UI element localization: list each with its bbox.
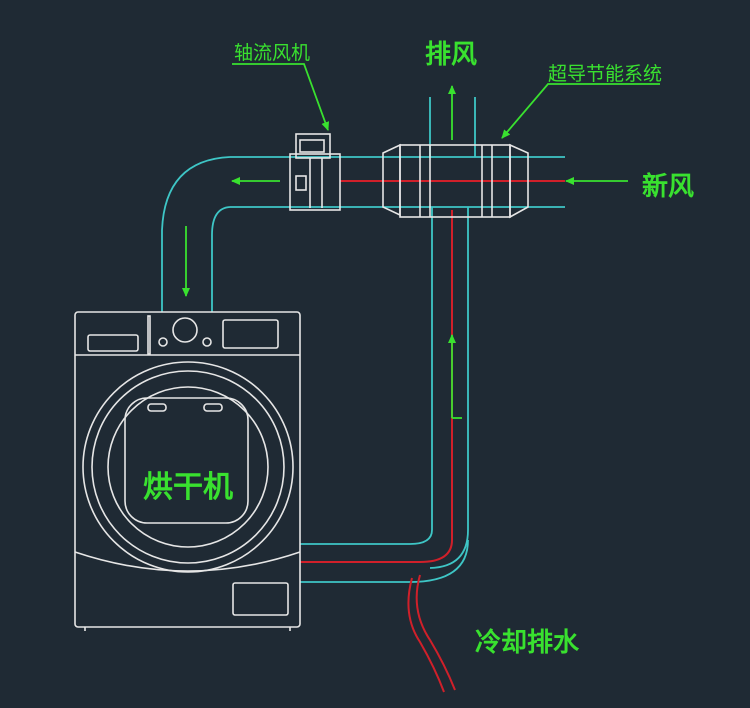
dryer-button-1 bbox=[158, 337, 168, 347]
dryer-drawer bbox=[87, 334, 139, 352]
fan-housing bbox=[289, 153, 341, 211]
dryer-door-window bbox=[124, 397, 249, 524]
airflow-arrows bbox=[182, 63, 660, 419]
left-elbow-inner bbox=[211, 206, 231, 312]
dryer-base-curve bbox=[74, 551, 301, 572]
energy-saving-unit bbox=[382, 143, 529, 219]
unit-right-cone bbox=[509, 143, 529, 219]
drain-pipe-line-2 bbox=[407, 577, 445, 693]
dryer-door-outer bbox=[82, 361, 294, 573]
dryer-door-inner bbox=[107, 386, 269, 548]
dryer-filter-panel bbox=[232, 582, 289, 616]
exhaust-label: 排风 bbox=[425, 40, 478, 70]
axial-fan-label: 轴流风机 bbox=[234, 42, 311, 64]
fresh-air-label: 新风 bbox=[642, 172, 695, 202]
dryer-door-hinge-2 bbox=[203, 403, 223, 412]
flow-line-return bbox=[300, 210, 453, 563]
dryer-door-ring bbox=[91, 370, 285, 564]
dryer-label: 烘干机 bbox=[143, 470, 233, 505]
left-elbow-outer bbox=[161, 156, 231, 312]
fan-motor bbox=[295, 133, 331, 159]
drain-pipe-line-1 bbox=[415, 574, 456, 691]
dryer-body bbox=[74, 311, 301, 628]
system-label: 超导节能系统 bbox=[548, 63, 663, 85]
bottom-duct-upper-wall bbox=[300, 529, 433, 545]
dryer-door-hinge-1 bbox=[147, 403, 167, 412]
return-duct-right bbox=[429, 207, 469, 569]
fan-callout-leader bbox=[232, 63, 330, 131]
duct-system bbox=[161, 97, 565, 583]
system-callout-leader bbox=[501, 83, 660, 139]
fan-hub bbox=[295, 175, 307, 191]
dryer-button-2 bbox=[202, 337, 212, 347]
dryer-knob bbox=[172, 317, 198, 343]
drain-label: 冷却排水 bbox=[475, 628, 580, 658]
fan-motor-detail bbox=[299, 139, 325, 153]
axial-fan bbox=[289, 133, 341, 211]
dryer-panel-divider bbox=[147, 315, 151, 355]
dryer bbox=[74, 311, 301, 631]
dryer-display bbox=[222, 319, 279, 349]
flow-line bbox=[300, 180, 565, 693]
